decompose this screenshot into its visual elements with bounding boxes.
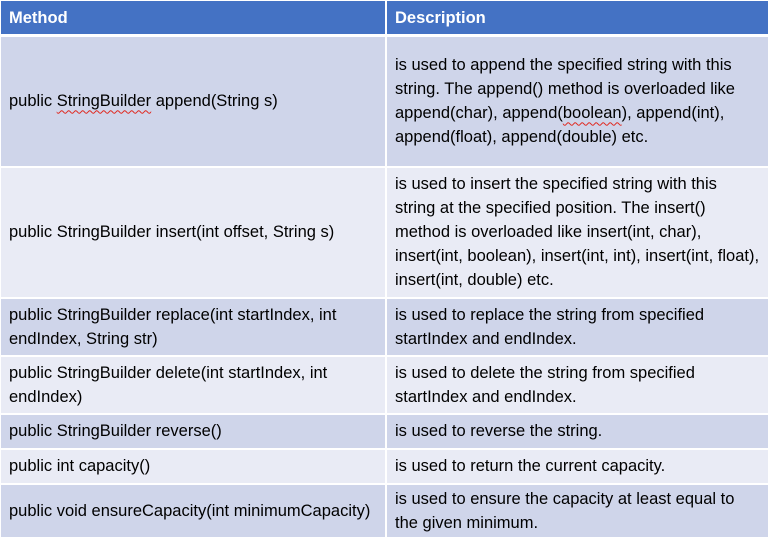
table-row: public void ensureCapacity(int minimumCa… [1,483,770,539]
description-cell: is used to replace the string from speci… [386,297,770,357]
spellcheck-word: boolean [562,104,622,123]
description-cell: is used to reverse the string. [386,413,770,450]
method-text-start: public [9,92,57,111]
method-cell: public int capacity() [1,448,387,485]
method-cell: public StringBuilder reverse() [1,413,387,450]
header-row: Method Description [1,1,770,37]
spellcheck-word: StringBuilder [56,92,152,111]
description-text-start: is used to append the specified string w… [395,56,735,123]
table-row: public StringBuilder reverse() is used t… [1,413,770,450]
header-description: Description [386,1,770,37]
description-cell: is used to ensure the capacity at least … [386,483,770,539]
method-cell: public StringBuilder insert(int offset, … [1,166,387,299]
table-row: public StringBuilder replace(int startIn… [1,297,770,357]
table-row: public StringBuilder append(String s) is… [1,35,770,168]
description-cell: is used to delete the string from specif… [386,355,770,415]
method-cell: public StringBuilder delete(int startInd… [1,355,387,415]
table-row: public StringBuilder insert(int offset, … [1,166,770,299]
method-cell: public StringBuilder replace(int startIn… [1,297,387,357]
method-cell: public void ensureCapacity(int minimumCa… [1,483,387,539]
table-row: public int capacity() is used to return … [1,448,770,485]
header-method: Method [1,1,387,37]
method-text-end: append(String s) [151,92,278,111]
description-text-end: ), append(int), append(float), append(do… [395,104,725,147]
description-cell: is used to insert the specified string w… [386,166,770,299]
description-cell: is used to return the current capacity. [386,448,770,485]
description-cell: is used to append the specified string w… [386,35,770,168]
table-row: public StringBuilder delete(int startInd… [1,355,770,415]
method-cell: public StringBuilder append(String s) [1,35,387,168]
